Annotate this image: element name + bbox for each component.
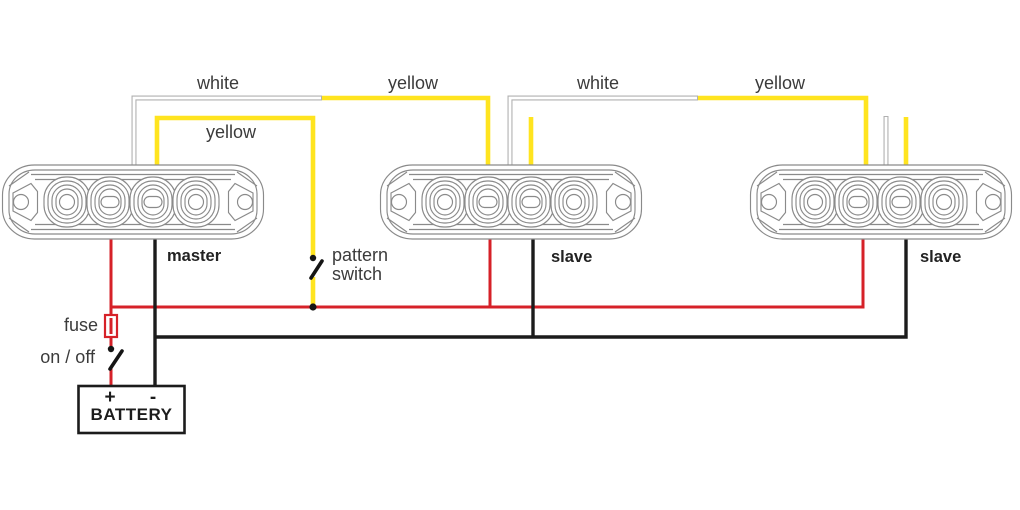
pattern-switch (309, 254, 324, 311)
pattern-switch-label-line1: pattern (332, 245, 389, 265)
wire-label-white-2: white (576, 73, 620, 93)
battery-box (77, 384, 186, 435)
power-switch (107, 345, 124, 371)
red-bus-wire (109, 236, 865, 309)
black-bus-wire (155, 236, 908, 339)
power-switch-label: on / off (40, 347, 95, 367)
light-label-slave-3: slave (920, 248, 962, 266)
wire-label-yellow-1: yellow (387, 73, 439, 93)
wire-label-yellow-2: yellow (754, 73, 806, 93)
battery-negative-terminal: - (149, 387, 157, 408)
yellow-wire-into-slave3 (698, 95, 869, 172)
white-wire-master-to-slave2 (131, 95, 322, 172)
white-wire-slave2-to-slave3 (507, 95, 698, 172)
yellow-wire-into-slave2 (322, 95, 491, 172)
fuse-symbol (103, 313, 119, 339)
battery-positive-terminal: + (104, 387, 116, 408)
light-module-master (1, 164, 265, 240)
light-label-slave-2: slave (551, 248, 593, 266)
fuse-label: fuse (63, 315, 98, 335)
wire-label-white-1: white (196, 73, 240, 93)
yellow-pattern-wire (154, 115, 316, 256)
light-module-slave-2 (379, 164, 643, 240)
pattern-switch-label-line2: switch (332, 263, 383, 284)
light-module-slave-3 (749, 164, 1013, 240)
light-label-master: master (167, 247, 222, 265)
battery-label: BATTERY (90, 405, 173, 424)
wire-label-yellow-master: yellow (205, 122, 257, 142)
